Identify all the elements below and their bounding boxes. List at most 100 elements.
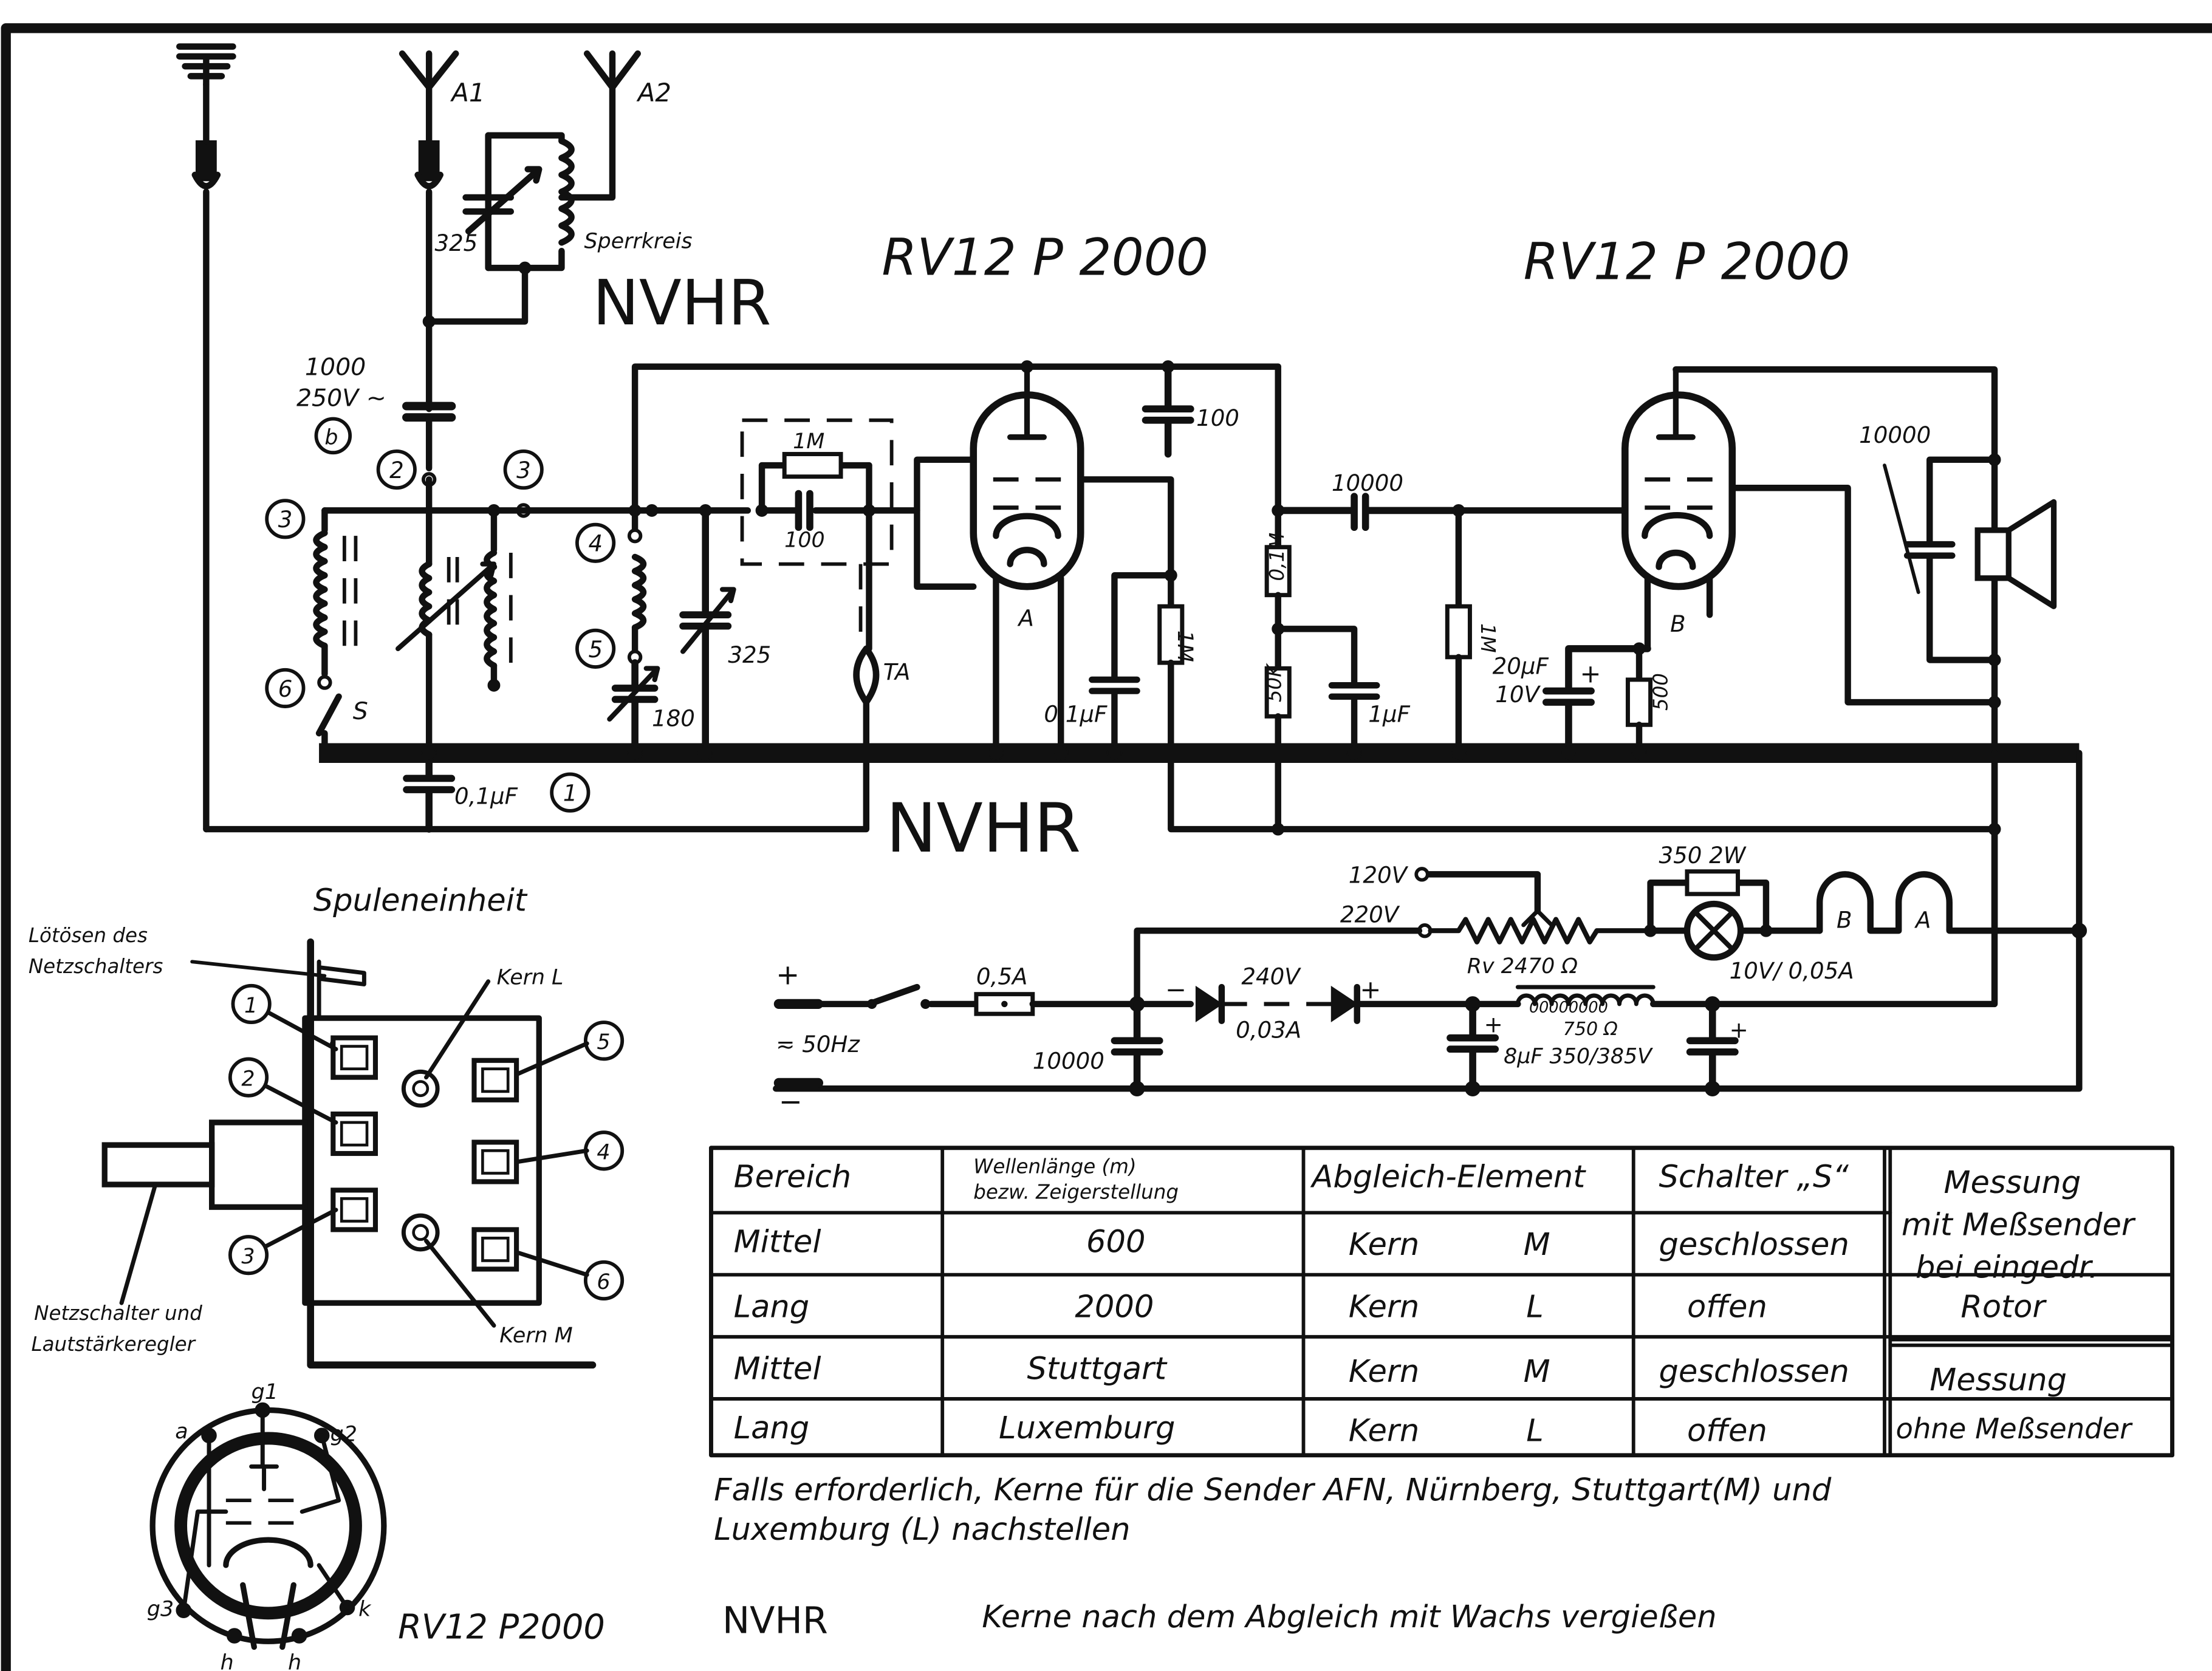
table-row-1-wave: 600 <box>1086 1225 1145 1260</box>
stage2-cathode-cap-value: 20µF <box>1493 654 1549 680</box>
tube-a-label: A <box>1018 606 1034 632</box>
power-lamp-label: 10V/ 0,05A <box>1730 958 1854 984</box>
grid-leak <box>740 418 920 706</box>
table-measure-1-line4: Rotor <box>1960 1289 2047 1325</box>
trap-circuit <box>422 132 575 328</box>
earth-terminal <box>176 43 236 833</box>
coil-unit-title: Spuleneinheit <box>313 883 528 919</box>
power-rectifier-plus: + <box>1360 975 1381 1005</box>
bus-junctions <box>421 745 1647 761</box>
power-tap-120: 120V <box>1349 862 1409 888</box>
trap-cap-label: 325 <box>434 230 478 256</box>
table-row-4-wave: Luxemburg <box>999 1410 1175 1446</box>
tube-title-right: RV12 P 2000 <box>1524 232 1851 292</box>
table-row-2-core: L <box>1526 1289 1543 1325</box>
pinout-title: RV12 P2000 <box>398 1608 605 1647</box>
table-row-4-switch: offen <box>1687 1413 1767 1449</box>
coil-callout-6: 6 <box>597 1270 610 1294</box>
table-row-1-core: M <box>1524 1227 1550 1263</box>
coil-unit-switch-lugs-2: Netzschalters <box>29 955 163 978</box>
grid-leak-resistor-label: 1M <box>793 429 824 454</box>
tube-pinout <box>149 1402 387 1650</box>
pin-g1-label: g1 <box>252 1380 278 1404</box>
watermark-upper: NVHR <box>592 267 771 340</box>
table-row-2-element: Kern <box>1349 1289 1419 1325</box>
table-measure-1-line1: Messung <box>1943 1165 2081 1201</box>
antenna-a2-label: A2 <box>636 78 671 108</box>
ground-cap-label: 0,1µF <box>454 783 518 809</box>
power-choke-windings: 00000000 <box>1529 999 1608 1017</box>
power-electrolytic-plus-left: + <box>1484 1011 1503 1037</box>
table-measure-2-line1: Messung <box>1930 1362 2067 1398</box>
note-adjust-line2: Luxemburg (L) nachstellen <box>714 1512 1130 1548</box>
table-header-wave-1: Wellenlänge (m) <box>973 1155 1136 1178</box>
power-mains-plus: + <box>776 958 800 991</box>
pin-k-label: k <box>358 1597 372 1621</box>
stage2-cathode-cap-plus: + <box>1580 659 1601 689</box>
stage2-coupling-cap-label: 10000 <box>1332 470 1403 496</box>
table-row-3-range: Mittel <box>734 1351 821 1387</box>
terminal-3b-label: 3 <box>516 457 531 484</box>
note-wax: Kerne nach dem Abgleich mit Wachs vergie… <box>982 1599 1716 1635</box>
stage1-decoupling-cap-label: 1µF <box>1368 702 1410 728</box>
table-row-1-switch: geschlossen <box>1659 1227 1849 1263</box>
input-ground-cap <box>203 699 870 833</box>
terminal-3a <box>265 499 306 539</box>
terminal-5-label: 5 <box>589 637 603 663</box>
table-row-2-switch: offen <box>1687 1289 1767 1325</box>
power-wiring <box>773 750 2087 1096</box>
volume-switch-label-1: Netzschalter und <box>34 1302 202 1325</box>
stage1-screen-resistor-label: 1M <box>1173 630 1197 662</box>
power-rectifier-current: 0,03A <box>1236 1017 1301 1044</box>
power-electrolytic-label: 8µF 350/385V <box>1504 1044 1653 1068</box>
power-heater-a-label: A <box>1914 907 1931 934</box>
coil-unit-body <box>101 938 597 1369</box>
power-tap-220: 220V <box>1340 901 1400 928</box>
stage1-screen-cap-label: 0,1µF <box>1044 702 1108 728</box>
power-heater-b-label: B <box>1837 907 1852 934</box>
antenna-a1-symbol <box>399 50 459 412</box>
coil-unit-switch-lugs-1: Lötösen des <box>29 924 148 947</box>
power-fuse-label: 0,5A <box>976 963 1027 989</box>
stage2-coupling-cap <box>1274 493 1465 531</box>
coupling-cap-marker: b <box>324 425 338 449</box>
table-row-2-range: Lang <box>734 1289 810 1325</box>
pin-g2-label: g2 <box>330 1423 357 1447</box>
power-electrolytic-plus-right: + <box>1730 1017 1748 1044</box>
table-row-1-element: Kern <box>1349 1227 1419 1263</box>
coil-callout-1: 1 <box>244 994 258 1018</box>
pickup-label: TA <box>883 659 911 685</box>
terminal-5 <box>575 628 616 669</box>
coil-unit-callouts <box>119 979 625 1328</box>
table-measure-2-line2: ohne Meßsender <box>1896 1412 2134 1445</box>
table-header-element: Abgleich-Element <box>1310 1160 1586 1195</box>
coil-callout-4: 4 <box>597 1140 610 1164</box>
grid-cap-label: 100 <box>784 528 824 553</box>
stage1-anode-cap-label: 100 <box>1196 405 1239 431</box>
power-choke-label: 750 Ω <box>1563 1019 1618 1040</box>
stage1-anode-resistor-label: 0,1M <box>1265 533 1289 581</box>
antenna-a2-symbol <box>558 50 641 201</box>
table-row-4-element: Kern <box>1349 1413 1419 1449</box>
tube-title-left: RV12 P 2000 <box>882 228 1208 287</box>
terminal-3a-label: 3 <box>278 507 293 533</box>
alignment-table <box>708 1146 2175 1458</box>
tube-a-symbol <box>970 363 1084 756</box>
terminal-2 <box>376 449 437 490</box>
note-adjust-line1: Falls erforderlich, Kerne für die Sender… <box>714 1472 1832 1508</box>
pin-g3-label: g3 <box>147 1597 174 1621</box>
volume-switch-label-2: Lautstärkeregler <box>32 1333 197 1356</box>
switch-s-label: S <box>353 697 368 725</box>
input-tuning-cap-label: 325 <box>728 642 771 668</box>
coil-callout-2: 2 <box>241 1067 255 1092</box>
table-measure-1-line2: mit Meßsender <box>1902 1208 2136 1243</box>
stage2-speaker-cap-label: 10000 <box>1859 422 1931 448</box>
tube-b-label: B <box>1670 611 1685 637</box>
table-measure-1-line3: bei eingedr. <box>1916 1249 2098 1285</box>
stage2-cathode-resistor-label: 500 <box>1649 673 1672 711</box>
pin-h1-label: h <box>221 1651 234 1671</box>
frame-border <box>1 23 2212 1671</box>
watermark-lower: NVHR <box>722 1599 828 1642</box>
table-row-1-range: Mittel <box>734 1225 821 1260</box>
power-rectifier-voltage: 240V <box>1241 963 1301 989</box>
